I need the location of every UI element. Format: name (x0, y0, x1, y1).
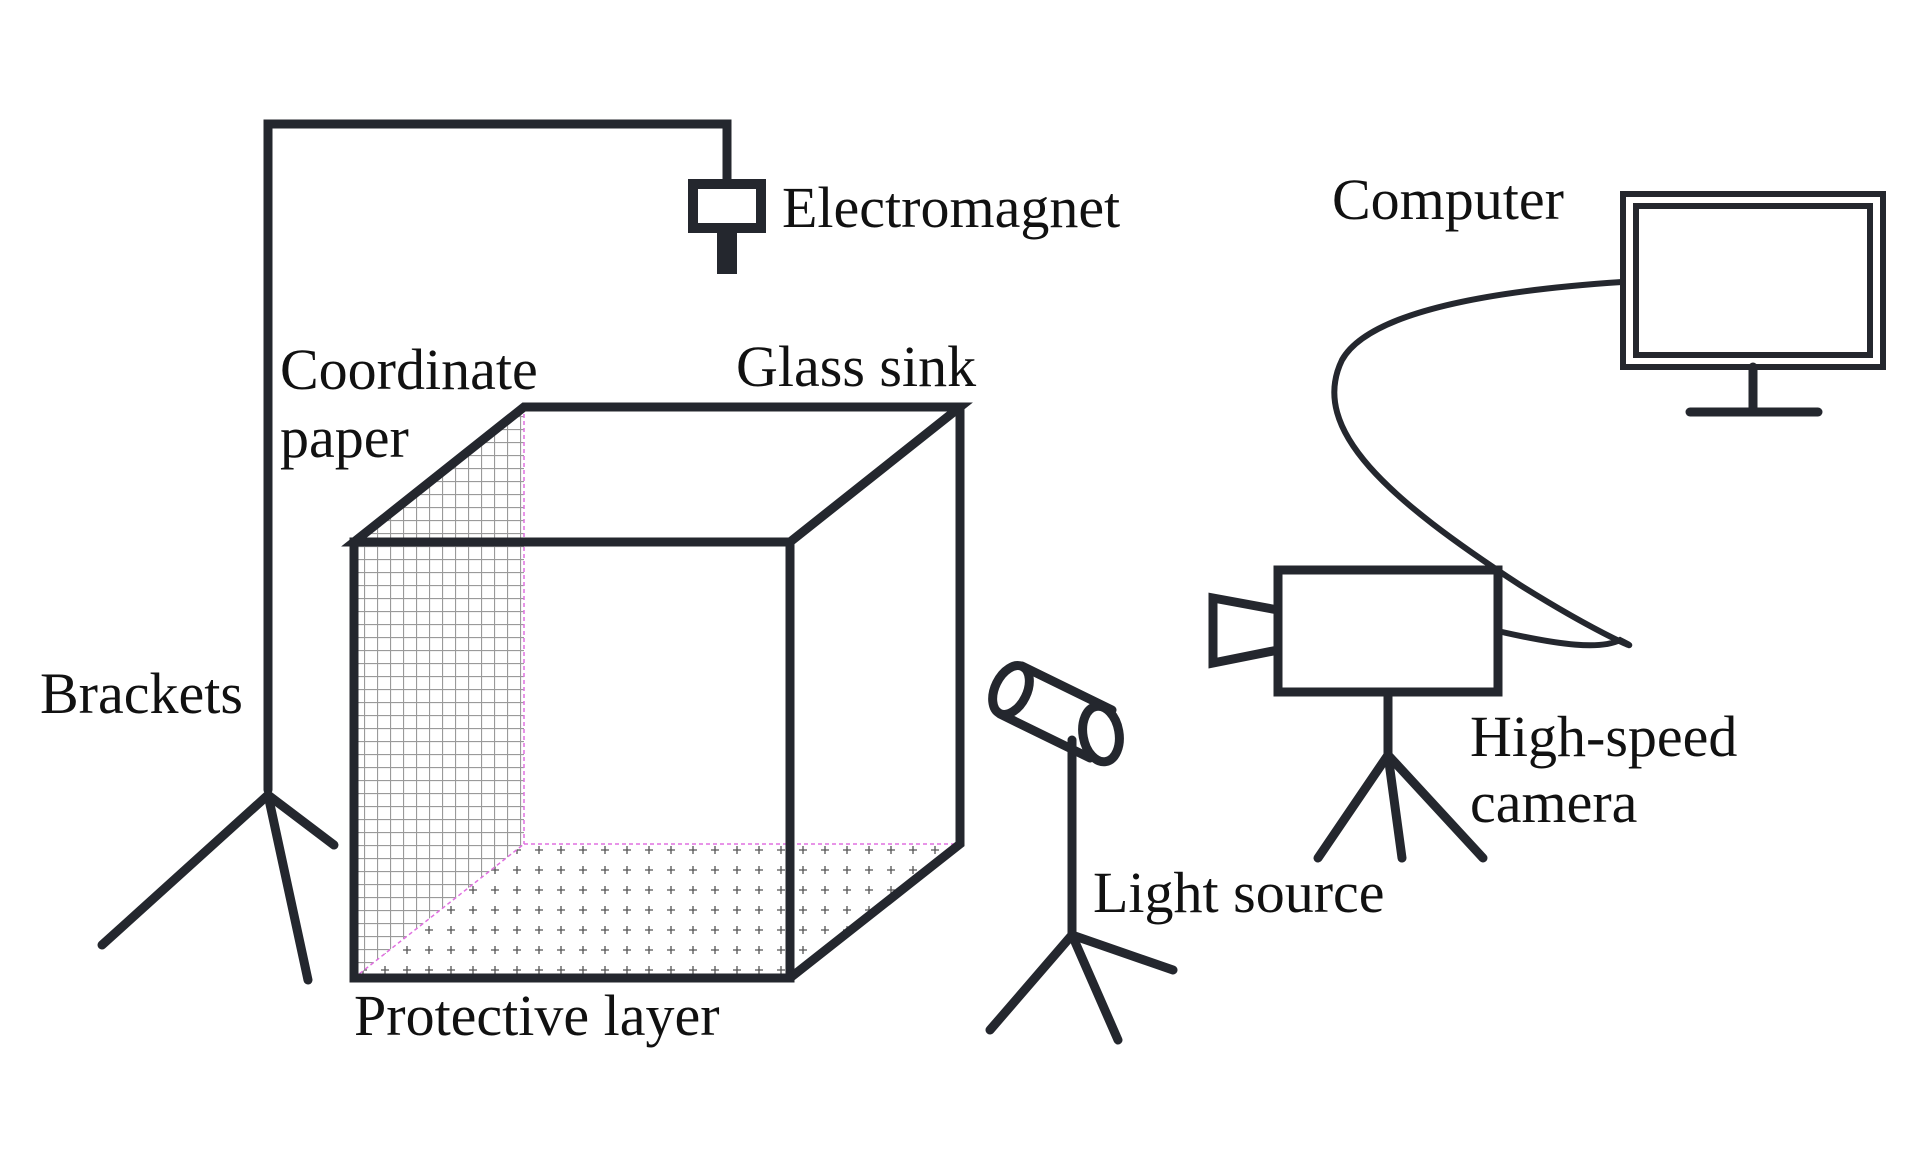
coordinate-paper-label-line1: Coordinate (280, 337, 538, 402)
glass-sink-label: Glass sink (736, 334, 976, 399)
brackets-label: Brackets (40, 661, 243, 726)
coordinate-paper (354, 407, 524, 978)
high-speed-camera-icon (1208, 565, 1503, 863)
data-cable (1331, 279, 1633, 649)
high-speed-camera-label-line2: camera (1470, 770, 1637, 835)
glass-sink (341, 402, 973, 983)
light-source-icon (985, 661, 1178, 1045)
protective-layer-label: Protective layer (354, 983, 720, 1048)
coordinate-paper-label-line2: paper (280, 405, 409, 470)
computer-label: Computer (1332, 167, 1564, 232)
bracket-stand (97, 119, 732, 985)
electromagnet-label: Electromagnet (782, 175, 1120, 240)
light-source-label: Light source (1093, 860, 1385, 925)
electromagnet-icon (688, 179, 766, 274)
high-speed-camera-label-line1: High-speed (1470, 704, 1737, 769)
computer-monitor-icon (1620, 191, 1886, 417)
protective-layer (354, 844, 960, 978)
